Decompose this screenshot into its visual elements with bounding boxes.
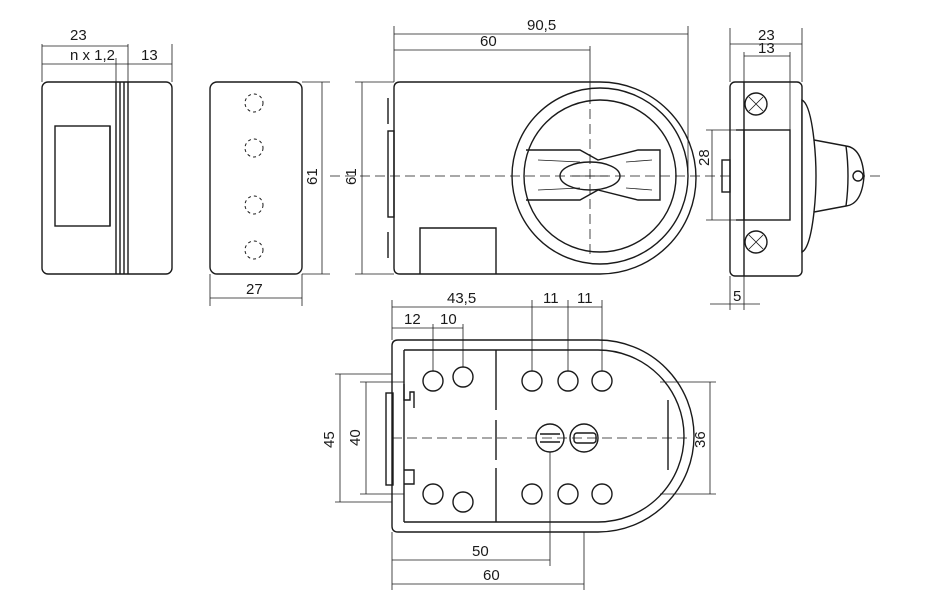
dim-front-left-width: 27 bbox=[246, 281, 263, 298]
side-view-right bbox=[706, 28, 865, 310]
dim-bottom-left-pitch: 10 bbox=[440, 311, 457, 328]
front-view-left bbox=[209, 81, 330, 306]
dim-bottom-outer-height: 45 bbox=[321, 431, 338, 448]
dim-bottom-curve-height: 36 bbox=[692, 431, 709, 448]
dim-main-partial-width: 60 bbox=[480, 33, 497, 50]
dim-bottom-hole-span: 43,5 bbox=[447, 290, 476, 307]
dim-main-total-width: 90,5 bbox=[527, 17, 556, 34]
bottom-view bbox=[335, 300, 716, 590]
dim-main-height: 61 bbox=[343, 168, 360, 185]
dim-side-left-plates: n x 1,2 bbox=[70, 47, 115, 64]
dim-front-left-height: 61 bbox=[304, 168, 321, 185]
dim-bottom-total-width: 60 bbox=[483, 567, 500, 584]
main-front-view bbox=[330, 26, 880, 275]
dim-bottom-hole-pitch-1: 11 bbox=[543, 290, 559, 307]
side-view-left bbox=[41, 44, 173, 275]
dim-side-right-inner-width: 13 bbox=[758, 40, 775, 57]
dim-side-right-bolt-height: 28 bbox=[696, 149, 713, 166]
dim-bottom-center-distance: 50 bbox=[472, 543, 489, 560]
dim-bottom-left-offset: 12 bbox=[404, 311, 421, 328]
dim-side-right-total-width: 23 bbox=[758, 27, 775, 44]
dim-bottom-hole-pitch-2: 11 bbox=[577, 290, 593, 307]
dim-side-left-body-width: 13 bbox=[141, 47, 158, 64]
dim-bottom-inner-height: 40 bbox=[347, 429, 364, 446]
dim-side-right-offset: 5 bbox=[733, 288, 741, 305]
dim-side-left-total-width: 23 bbox=[70, 27, 87, 44]
